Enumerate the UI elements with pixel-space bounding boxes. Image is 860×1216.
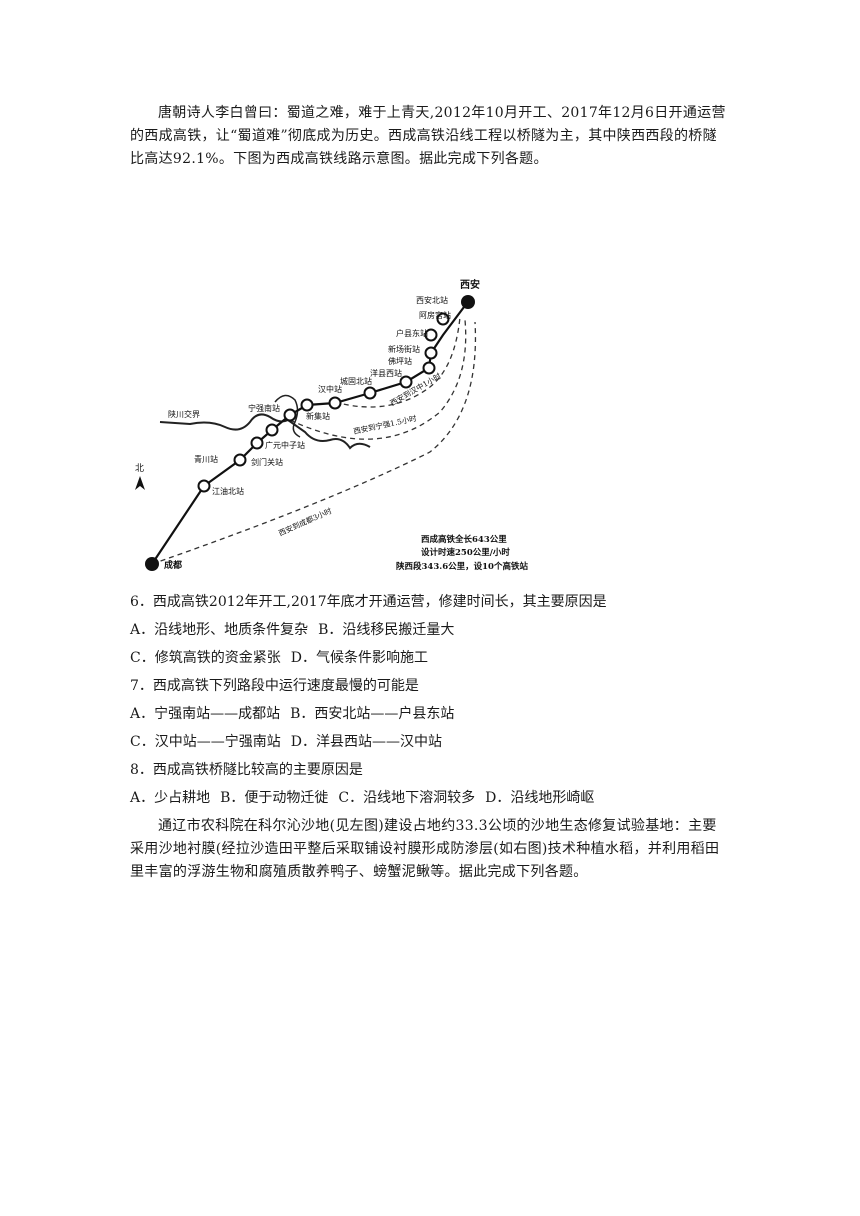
- dashed-route-hanzhong: [334, 316, 461, 408]
- station-xian-dot: [461, 295, 475, 309]
- border-line: [159, 413, 371, 450]
- label-chenggu-north: 城固北站: [340, 376, 372, 386]
- station-dot: [424, 346, 438, 360]
- label-guangyuan: 广元中子站: [265, 440, 305, 450]
- passage-second: 通辽市农科院在科尔沁沙地(见左图)建设占地约33.3公顷的沙地生态修复试验基地：…: [130, 818, 720, 880]
- station-dot: [399, 375, 413, 389]
- question-8-options: A．少占耕地 B．便于动物迁徙 C．沿线地下溶洞较多 D．沿线地形崎岖: [130, 788, 730, 808]
- question-6-stem: 6．西成高铁2012年开工,2017年底才开通运营，修建时间长，其主要原因是: [130, 594, 607, 610]
- option-b[interactable]: B．西安北站——户县东站: [290, 706, 455, 722]
- station-dot: [300, 398, 314, 412]
- label-xian: 西安: [460, 278, 480, 291]
- label-hanzhong: 汉中站: [318, 384, 342, 394]
- north-arrow-icon: 北: [135, 463, 145, 490]
- label-huxian-east: 户县东站: [396, 328, 428, 338]
- station-dot: [328, 396, 342, 410]
- station-dot: [424, 328, 438, 342]
- label-xinji: 新集站: [306, 411, 330, 421]
- info-line-3: 陕西段343.6公里，设10个高铁站: [396, 561, 528, 572]
- label-qingchuan: 青川站: [194, 454, 218, 464]
- option-a[interactable]: A．少占耕地: [130, 790, 211, 806]
- station-dot: [233, 453, 247, 467]
- route-label-chengdu: 西安到成都3小时: [277, 505, 334, 538]
- station-dot: [283, 408, 297, 422]
- railway-route-map: 西安 西安北站 阿房宫站 户县东站 新场街站 佛坪站 洋县西站 城固北站 汉中站…: [135, 278, 528, 572]
- label-foping: 佛坪站: [388, 356, 412, 366]
- dashed-route-chengdu: [151, 321, 477, 565]
- question-7-options-row2: C．汉中站——宁强南站 D．洋县西站——汉中站: [130, 732, 730, 752]
- label-border: 陕川交界: [168, 409, 200, 419]
- option-a[interactable]: A．沿线地形、地质条件复杂: [130, 622, 309, 638]
- label-yangxian-west: 洋县西站: [370, 368, 402, 378]
- option-c[interactable]: C．汉中站——宁强南站: [130, 734, 281, 750]
- option-d[interactable]: D．气候条件影响施工: [290, 650, 428, 666]
- option-b[interactable]: B．便于动物迁徙: [220, 790, 329, 806]
- station-dot: [422, 361, 436, 375]
- svg-text:北: 北: [135, 463, 144, 474]
- option-d[interactable]: D．沿线地形崎岖: [485, 790, 595, 806]
- option-d[interactable]: D．洋县西站——汉中站: [290, 734, 442, 750]
- info-line-1: 西成高铁全长643公里: [421, 534, 507, 545]
- label-xian-north: 西安北站: [416, 295, 448, 305]
- question-8-stem: 8．西成高铁桥隧比较高的主要原因是: [130, 762, 363, 778]
- question-6-options-row2: C．修筑高铁的资金紧张 D．气候条件影响施工: [130, 648, 730, 668]
- option-c[interactable]: C．沿线地下溶洞较多: [338, 790, 476, 806]
- label-efang: 阿房宫站: [419, 310, 451, 320]
- label-jianmenguan: 剑门关站: [251, 457, 283, 467]
- station-chengdu-dot: [145, 557, 159, 571]
- route-label-ningqiang: 西安到宁强1.5小时: [352, 413, 418, 436]
- option-c[interactable]: C．修筑高铁的资金紧张: [130, 650, 281, 666]
- question-6-options-row1: A．沿线地形、地质条件复杂 B．沿线移民搬迁量大: [130, 620, 730, 640]
- station-dot: [197, 479, 211, 493]
- passage-intro: 唐朝诗人李白曾曰：蜀道之难，难于上青天,2012年10月开工、2017年12月6…: [130, 105, 726, 167]
- station-dot: [363, 386, 377, 400]
- station-dot: [265, 423, 279, 437]
- question-7-stem: 7．西成高铁下列路段中运行速度最慢的可能是: [130, 678, 419, 694]
- label-jiangyou-north: 江油北站: [212, 486, 244, 496]
- station-dot: [436, 312, 450, 326]
- option-b[interactable]: B．沿线移民搬迁量大: [318, 622, 455, 638]
- question-7-options-row1: A．宁强南站——成都站 B．西安北站——户县东站: [130, 704, 730, 724]
- label-ningqiang-south: 宁强南站: [248, 403, 280, 413]
- station-dot: [250, 436, 264, 450]
- label-xinchang: 新场街站: [388, 344, 420, 354]
- option-a[interactable]: A．宁强南站——成都站: [130, 706, 281, 722]
- label-chengdu: 成都: [164, 559, 182, 571]
- info-line-2: 设计时速250公里/小时: [421, 547, 510, 558]
